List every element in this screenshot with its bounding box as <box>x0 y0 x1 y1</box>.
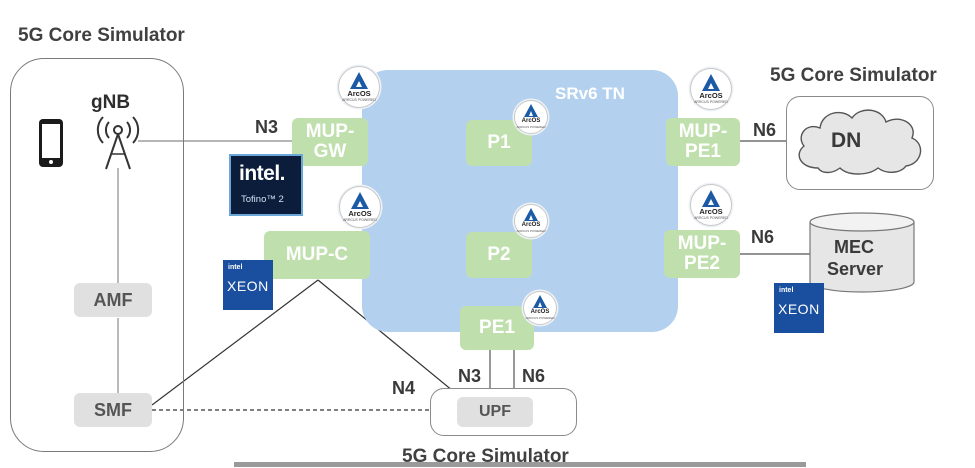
cloud-icon <box>790 102 928 183</box>
mup-pe2-node: MUP- PE2 <box>664 230 740 278</box>
intel-xeon-logo-left: intel XEON <box>223 260 273 310</box>
mup-c-node: MUP-C <box>264 231 370 279</box>
left-simulator-title: 5G Core Simulator <box>18 25 185 46</box>
link-mupc-upf <box>317 279 471 406</box>
amf-node: AMF <box>74 283 152 317</box>
mup-pe1-node: MUP- PE1 <box>666 118 740 166</box>
arcos-subtext: ARRCUS POWERED <box>525 316 555 320</box>
arcos-text: ArcOS <box>699 91 723 100</box>
mec-label-line2: Server <box>827 259 884 279</box>
link-mupc-smf <box>151 279 319 406</box>
gnb-label: gNB <box>91 92 131 113</box>
intel-wordmark: intel. <box>239 162 286 185</box>
left-simulator-box <box>10 58 184 452</box>
arcos-logo-mup-c: ArcOS ARRCUS POWERED <box>339 186 381 228</box>
xeon-intel-text: intel <box>779 287 794 294</box>
arcos-text: ArcOS <box>348 209 372 218</box>
pe1-node: PE1 <box>460 306 534 350</box>
xeon-text: XEON <box>778 301 820 317</box>
arcos-subtext: ARRCUS POWERED <box>694 216 728 220</box>
arcos-text: ArcOS <box>347 89 371 98</box>
antenna-tower-icon <box>92 114 144 175</box>
arcos-text: ArcOS <box>521 222 541 228</box>
database-cylinder-icon <box>808 212 916 299</box>
arcos-subtext: ARRCUS POWERED <box>343 218 377 222</box>
n3-upf-label: N3 <box>458 366 482 386</box>
arcos-text: ArcOS <box>699 207 723 216</box>
xeon-intel-text: intel <box>228 264 243 271</box>
bottom-bar <box>234 462 806 467</box>
arcos-logo-pe1: ArcOS ARRCUS POWERED <box>523 291 557 325</box>
arcos-logo-mup-pe1: ArcOS ARRCUS POWERED <box>690 68 732 110</box>
arcos-subtext: ARRCUS POWERED <box>342 98 376 102</box>
srv6-label: SRv6 TN <box>555 84 625 103</box>
bottom-simulator-title: 5G Core Simulator <box>402 446 569 467</box>
arcos-text: ArcOS <box>530 309 550 315</box>
smf-node: SMF <box>74 393 152 427</box>
n6-dn-label: N6 <box>753 120 777 140</box>
mup-gw-node: MUP- GW <box>292 118 368 166</box>
tofino-label: Tofino™ 2 <box>241 194 284 205</box>
arcos-logo-mup-gw: ArcOS ARRCUS POWERED <box>338 66 380 108</box>
mec-label-line1: MEC <box>834 237 874 257</box>
dn-label: DN <box>831 129 862 152</box>
n4-label: N4 <box>392 378 416 398</box>
right-simulator-title: 5G Core Simulator <box>770 65 937 86</box>
arcos-subtext: ARRCUS POWERED <box>516 125 546 129</box>
arcos-subtext: ARRCUS POWERED <box>516 229 546 233</box>
xeon-text: XEON <box>227 278 269 294</box>
arcos-logo-p2: ArcOS ARRCUS POWERED <box>514 204 548 238</box>
intel-tofino-logo: intel. Tofino™ 2 <box>229 154 303 216</box>
arcos-text: ArcOS <box>521 118 541 124</box>
n3-gw-label: N3 <box>255 117 279 137</box>
p2-node: P2 <box>466 232 532 278</box>
smartphone-icon <box>38 118 64 173</box>
arcos-logo-p1: ArcOS ARRCUS POWERED <box>514 100 548 134</box>
n6-upf-label: N6 <box>522 366 546 386</box>
intel-xeon-logo-right: intel XEON <box>774 283 824 333</box>
arcos-logo-mup-pe2: ArcOS ARRCUS POWERED <box>690 184 732 226</box>
arcos-subtext: ARRCUS POWERED <box>694 100 728 104</box>
n6-mec-label: N6 <box>751 227 775 247</box>
upf-node: UPF <box>457 397 533 427</box>
